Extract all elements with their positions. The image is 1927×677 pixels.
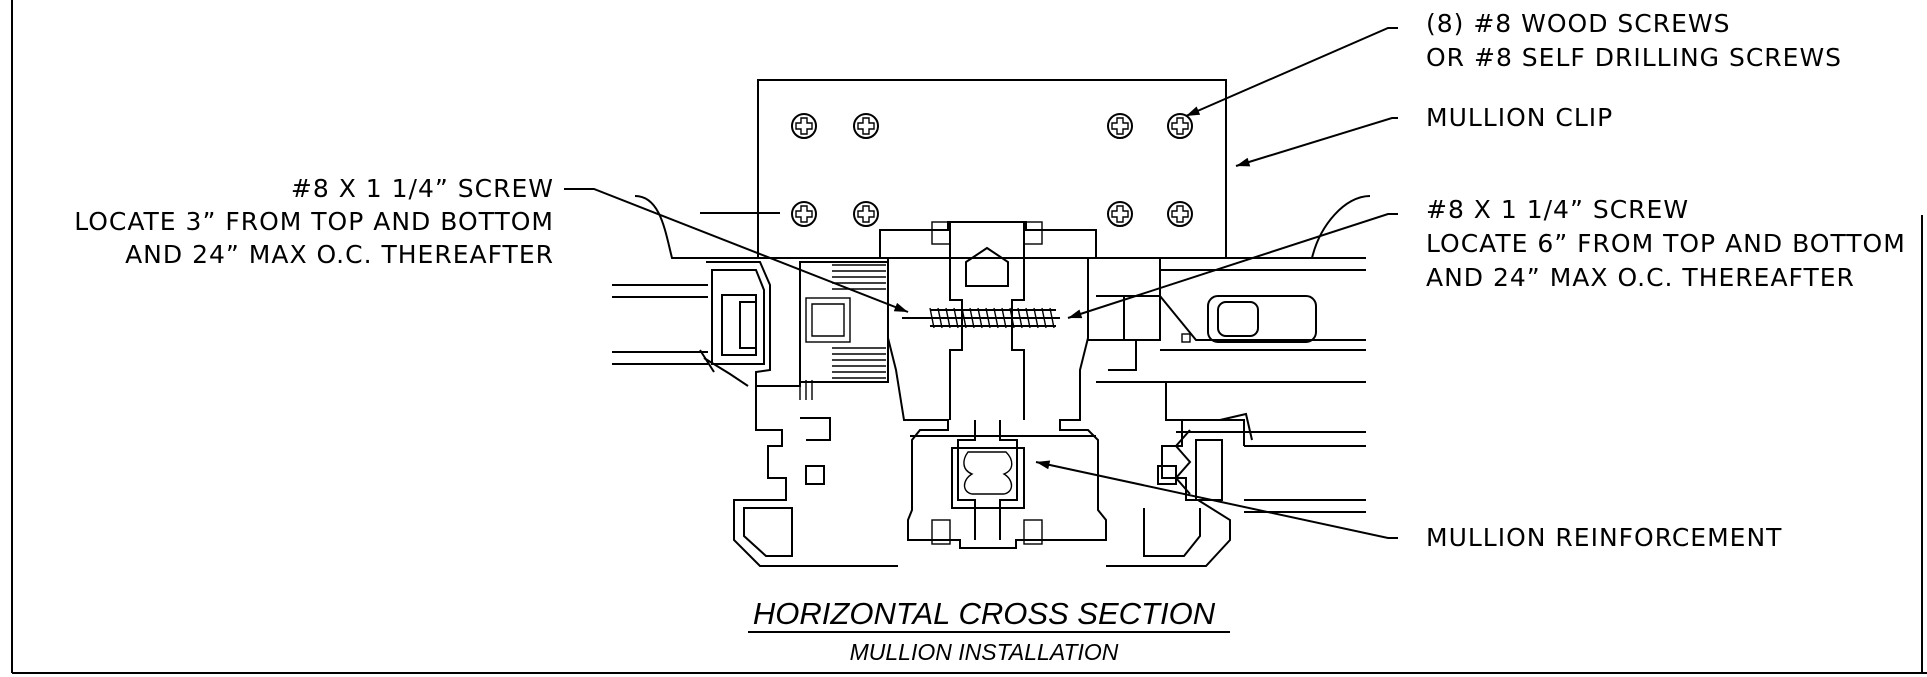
callout-wood-screws-line2: OR #8 SELF DRILLING SCREWS (1426, 43, 1842, 72)
callout-screw-right: #8 X 1 1/4” SCREW LOCATE 6” FROM TOP AND… (1426, 195, 1906, 292)
leader-lines (564, 27, 1398, 539)
callout-wood-screws: (8) #8 WOOD SCREWS OR #8 SELF DRILLING S… (1426, 9, 1842, 72)
screw-head-icon (1107, 113, 1133, 139)
callout-screw-right-line2: LOCATE 6” FROM TOP AND BOTTOM (1426, 229, 1906, 258)
callout-wood-screws-line1: (8) #8 WOOD SCREWS (1426, 9, 1731, 38)
right-window-frame (1088, 257, 1366, 567)
drawing-frame (11, 0, 1927, 674)
screw-head-icon (853, 113, 879, 139)
callout-reinforcement: MULLION REINFORCEMENT (1426, 523, 1782, 552)
screw-head-icon (1167, 201, 1193, 227)
callout-mullion-clip-line1: MULLION CLIP (1426, 103, 1613, 132)
mullion-clip-plate (757, 79, 1227, 259)
title-main: HORIZONTAL CROSS SECTION (753, 596, 1216, 631)
callout-screw-left-line1: #8 X 1 1/4” SCREW (291, 174, 554, 203)
drawing-title: HORIZONTAL CROSS SECTION MULLION INSTALL… (748, 596, 1230, 665)
foam-fill (832, 264, 886, 379)
screw-head-icon (791, 201, 817, 227)
callout-screw-left-line2: LOCATE 3” FROM TOP AND BOTTOM (74, 207, 554, 236)
left-window-frame (612, 261, 898, 567)
screw-head-icon (1167, 113, 1193, 139)
screw-head-icon (791, 113, 817, 139)
callout-screw-right-line3: AND 24” MAX O.C. THEREAFTER (1426, 263, 1855, 292)
clip-screw-heads (791, 113, 1193, 227)
mullion-profile (879, 221, 1107, 549)
through-screw (902, 307, 1060, 329)
callout-screw-right-line1: #8 X 1 1/4” SCREW (1426, 195, 1689, 224)
callout-screw-left-line3: AND 24” MAX O.C. THEREAFTER (125, 240, 554, 269)
screw-head-icon (853, 201, 879, 227)
callout-mullion-clip: MULLION CLIP (1426, 103, 1613, 132)
title-sub: MULLION INSTALLATION (850, 639, 1119, 665)
callout-reinforcement-line1: MULLION REINFORCEMENT (1426, 523, 1782, 552)
screw-head-icon (1107, 201, 1133, 227)
callout-screw-left: #8 X 1 1/4” SCREW LOCATE 3” FROM TOP AND… (74, 174, 554, 269)
